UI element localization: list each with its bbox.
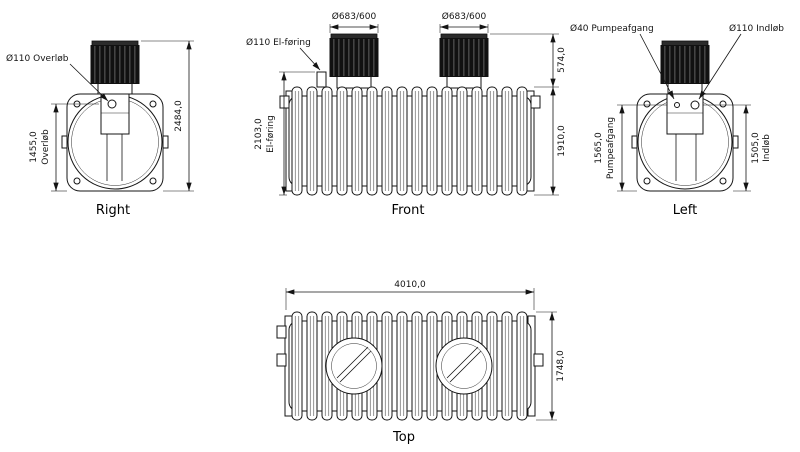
- bolt-icon: [73, 177, 81, 185]
- rib: [456, 86, 468, 196]
- view-label-right: Right: [96, 203, 130, 218]
- bolt-icon: [643, 100, 651, 108]
- manhole-cap-icon: [90, 40, 140, 96]
- bolt-icon: [719, 100, 727, 108]
- pipe-stub: [533, 353, 544, 367]
- view-label-left: Left: [673, 203, 697, 218]
- dim-elforing-value: 2103,0: [254, 118, 264, 150]
- flange-tab: [631, 135, 638, 149]
- rib: [426, 86, 438, 196]
- pipe-stub: [276, 325, 287, 339]
- callout-elforing: Ø110 El-føring: [246, 37, 311, 48]
- rib: [471, 86, 483, 196]
- callout-pumpeafgang: Ø40 Pumpeafgang: [570, 23, 654, 34]
- bolt-icon: [149, 177, 157, 185]
- dim-overlob-value: 1455,0: [29, 131, 39, 163]
- flange-tab: [61, 135, 68, 149]
- pipe-stub: [276, 353, 287, 367]
- callout-indlob: Ø110 Indløb: [729, 23, 784, 34]
- pipe-stub: [530, 95, 541, 109]
- lid-handle-line: [339, 350, 372, 383]
- dim-pumpeafgang-value: 1565,0: [594, 132, 604, 164]
- rib: [396, 86, 408, 196]
- indlob-pipe-icon: [690, 100, 700, 110]
- rib: [291, 311, 303, 421]
- rib: [351, 86, 363, 196]
- internal-plate: [100, 93, 130, 135]
- dim-width: 1748,0: [556, 350, 566, 382]
- leader-line: [698, 33, 742, 100]
- view-label-front: Front: [392, 203, 425, 218]
- leader-line: [639, 33, 675, 100]
- rib: [381, 86, 393, 196]
- rib: [411, 311, 423, 421]
- view-top: 4010,0 1748,0 Top: [276, 280, 566, 445]
- rib: [486, 86, 498, 196]
- manhole-cap-icon: [439, 33, 489, 89]
- manhole-cap-icon: [660, 40, 710, 96]
- rib: [306, 311, 318, 421]
- manhole-lid-inner: [441, 343, 487, 389]
- manhole-lid-icon: [325, 337, 383, 395]
- callout-overlob: Ø110 Overløb: [6, 53, 69, 64]
- leader-line: [69, 63, 109, 102]
- manhole-lid-inner: [331, 343, 377, 389]
- bolt-icon: [643, 177, 651, 185]
- dim-manhole-right: Ø683/600: [442, 11, 487, 22]
- dim-indlob-value: 1505,0: [751, 132, 761, 164]
- dim-manhole-left: Ø683/600: [332, 11, 377, 22]
- overlob-pipe-icon: [107, 99, 117, 109]
- tank-body: [288, 95, 532, 187]
- pumpeafgang-pipe-icon: [674, 102, 680, 108]
- lid-handle-line: [336, 346, 369, 379]
- rib: [381, 311, 393, 421]
- bolt-icon: [719, 177, 727, 185]
- flange-tab: [162, 135, 169, 149]
- view-front: Ø683/600 Ø683/600 Ø110 El-føring 2103,0 …: [246, 11, 567, 218]
- dim-overlob-name: Overløb: [41, 129, 51, 165]
- rib: [306, 86, 318, 196]
- rib: [336, 86, 348, 196]
- rib: [516, 86, 528, 196]
- dim-body-height: 1910,0: [557, 125, 567, 157]
- rib: [441, 86, 453, 196]
- dim-elforing-name: El-føring: [266, 115, 276, 153]
- lid-handle-line: [449, 350, 482, 383]
- view-right: 1455,0 Overløb 2484,0 Ø110 Overløb Right: [6, 40, 194, 218]
- rib: [516, 311, 528, 421]
- view-label-top: Top: [392, 430, 415, 445]
- rib: [501, 311, 513, 421]
- dim-neck-height: 574,0: [557, 47, 567, 73]
- dim-indlob-name: Indløb: [762, 134, 772, 162]
- flange-tab: [732, 135, 739, 149]
- manhole-cap-icon: [329, 33, 379, 89]
- pipe-stub: [279, 95, 290, 109]
- dim-total-height: 2484,0: [174, 100, 184, 132]
- view-left: Ø40 Pumpeafgang Ø110 Indløb 1565,0 Pumpe…: [570, 23, 784, 218]
- bolt-icon: [149, 100, 157, 108]
- dim-pumpeafgang-name: Pumpeafgang: [606, 117, 616, 179]
- rib: [366, 86, 378, 196]
- rib: [411, 86, 423, 196]
- rib: [396, 311, 408, 421]
- elforing-stub: [316, 71, 327, 88]
- manhole-lid-icon: [435, 337, 493, 395]
- internal-plate: [666, 93, 704, 135]
- dim-length: 4010,0: [394, 280, 426, 290]
- rib: [501, 86, 513, 196]
- rib: [321, 86, 333, 196]
- leader-line: [299, 47, 321, 71]
- lid-handle-line: [446, 346, 479, 379]
- rib: [291, 86, 303, 196]
